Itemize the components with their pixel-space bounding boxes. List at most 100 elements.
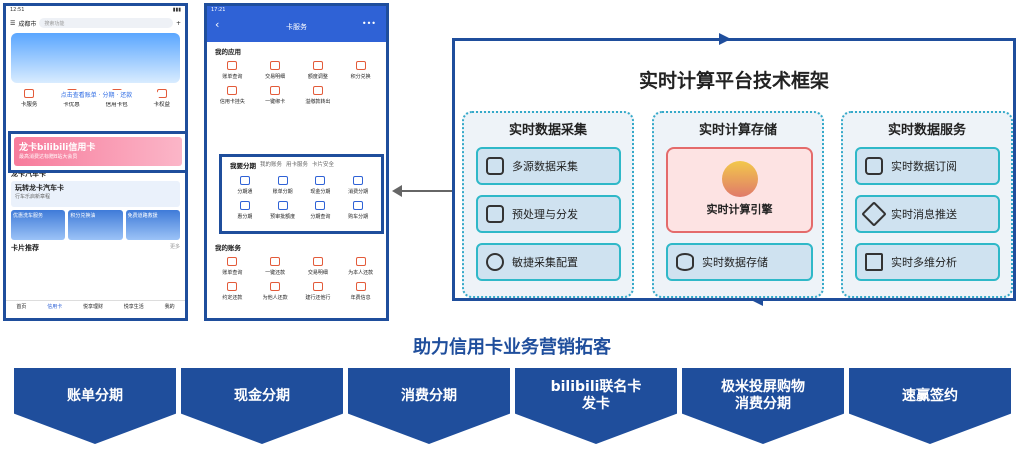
acc-item[interactable]: 一键还款 — [254, 257, 297, 276]
inst-item[interactable]: 惠分期 — [226, 201, 264, 220]
card-service-header: 17:21 ‹ 卡服务 ••• — [207, 6, 386, 42]
status-time: 17:21 — [211, 7, 226, 13]
app-item[interactable]: 账单查询 — [211, 61, 254, 80]
inst-item[interactable]: 账单分期 — [264, 176, 302, 195]
acc-item[interactable]: 账单查询 — [211, 257, 254, 276]
scenario-bar: 速赢签约 — [849, 368, 1011, 444]
label: 卡优惠 — [63, 102, 80, 108]
scenario-label: 极米投屏购物 消费分期 — [721, 379, 805, 412]
acc-item[interactable]: 交易明细 — [297, 257, 340, 276]
bilibili-promo-highlight[interactable]: 龙卡bilibili信用卡最高消费达标赠B站大会员 — [8, 131, 185, 173]
tab-home[interactable]: 首页 — [16, 304, 27, 310]
car-card-banner[interactable]: 玩转龙卡汽车卡 行车乐启新章程 — [11, 181, 180, 207]
column-title: 实时计算存储 — [698, 123, 777, 138]
engine-box: 实时计算引擎 — [666, 147, 813, 233]
framework-panel: 实时计算平台技术框架 实时数据采集 多源数据采集 预处理与分发 敏捷采集配置 实… — [452, 33, 1016, 306]
page-title: 卡服务 — [286, 23, 307, 31]
back-icon[interactable]: ‹ — [215, 18, 220, 31]
inst-item[interactable]: 消费分期 — [339, 176, 377, 195]
card-service-icon — [24, 89, 35, 98]
benefit-card[interactable]: 优惠洗车服务 — [11, 210, 66, 240]
inst-item[interactable]: 现金分期 — [302, 176, 340, 195]
benefit-card[interactable]: 积分兑换油 — [68, 210, 123, 240]
installment-icon — [353, 201, 364, 210]
inst-item[interactable]: 分期查询 — [302, 201, 340, 220]
collect-column: 实时数据采集 多源数据采集 预处理与分发 敏捷采集配置 — [462, 111, 634, 298]
tab-finance[interactable]: 悦享理财 — [82, 304, 103, 310]
label: 信用卡包 — [105, 102, 128, 108]
limit-icon — [312, 61, 323, 70]
scenario-bar: bilibili联名卡 发卡 — [515, 368, 677, 444]
acc-item[interactable]: 为本人还款 — [339, 257, 382, 276]
my-apps-heading: 我的应用 — [215, 48, 241, 56]
add-icon[interactable]: + — [175, 19, 181, 27]
inst-item[interactable]: 预审批额度 — [264, 201, 302, 220]
menu-icon[interactable]: ☰ — [10, 19, 16, 27]
framework-title: 实时计算平台技术框架 — [638, 70, 829, 92]
status-bar: 12:51▮▮▮ — [10, 7, 181, 13]
more-link[interactable]: 更多 — [169, 244, 180, 250]
tab-installment[interactable]: 我要分期 — [230, 162, 256, 170]
tab-account[interactable]: 我的账务 — [260, 162, 283, 168]
framework-item: 敏捷采集配置 — [476, 243, 621, 281]
card-service-item[interactable]: 卡服务 — [21, 89, 37, 108]
phone-card-service: 17:21 ‹ 卡服务 ••• 我的应用 账单查询 交易明细 额度调整 积分兑换… — [204, 3, 389, 321]
car-benefits: 优惠洗车服务 积分兑换油 免费道路救援 — [6, 208, 185, 242]
more-icon[interactable]: ••• — [361, 19, 376, 28]
service-column: 实时数据服务 实时数据订阅 实时消息推送 实时多维分析 — [841, 111, 1013, 298]
label: 卡权益 — [153, 102, 171, 108]
account-icon — [270, 257, 281, 266]
app-item[interactable]: 交易明细 — [254, 61, 297, 80]
my-apps-grid: 账单查询 交易明细 额度调整 积分兑换 信用卡挂失 一键绑卡 溢缴款转出 — [207, 58, 386, 108]
app-item[interactable]: 信用卡挂失 — [211, 86, 254, 105]
tab-mine[interactable]: 我的 — [164, 304, 175, 310]
installment-icon — [315, 176, 326, 185]
flow-arrow — [392, 185, 452, 197]
points-icon — [355, 61, 366, 70]
tab-card-service[interactable]: 用卡服务 — [286, 162, 309, 168]
promo-title: 龙卡bilibili信用卡 — [19, 143, 96, 153]
installment-icon — [353, 176, 364, 185]
account-icon — [227, 257, 238, 266]
scenario-bar: 消费分期 — [348, 368, 510, 444]
compute-column: 实时计算存储 实时计算引擎 实时数据存储 — [652, 111, 824, 298]
lost-icon — [227, 86, 238, 95]
engine-label: 实时计算引擎 — [706, 203, 773, 216]
installment-icon — [239, 201, 250, 210]
scenario-label: 速赢签约 — [902, 387, 958, 404]
bill-button[interactable]: 点击查看账单 · 分期 · 还款 — [34, 90, 159, 102]
installment-icon — [315, 201, 326, 210]
account-grid: 账单查询 一键还款 交易明细 为本人还款 约定还款 为他人还款 建行还他行 年费… — [207, 254, 386, 304]
framework-item: 预处理与分发 — [476, 195, 621, 233]
framework-item: 实时消息推送 — [855, 195, 1000, 233]
my-account-heading: 我的账务 — [215, 244, 241, 252]
acc-item[interactable]: 年费信息 — [339, 282, 382, 301]
app-item[interactable]: 溢缴款转出 — [297, 86, 340, 105]
tab-card-security[interactable]: 卡片安全 — [312, 162, 335, 168]
app-item[interactable]: 一键绑卡 — [254, 86, 297, 105]
bottom-tabbar: 首页 信用卡 悦享理财 悦享生活 我的 — [6, 300, 185, 318]
tab-credit-card[interactable]: 信用卡 — [47, 304, 63, 310]
phone-home-screen: 12:51▮▮▮ ☰ 成都市 搜索功能 + 点击查看账单 · 分期 · 还款 卡… — [3, 3, 188, 321]
app-item[interactable]: 额度调整 — [297, 61, 340, 80]
framework-item: 实时数据订阅 — [855, 147, 1000, 185]
inst-item[interactable]: 购车分期 — [339, 201, 377, 220]
squirrel-logo-icon — [721, 161, 758, 197]
scenario-label: 消费分期 — [401, 387, 457, 404]
home-header: ☰ 成都市 搜索功能 + — [6, 15, 185, 31]
acc-item[interactable]: 约定还款 — [211, 282, 254, 301]
app-item[interactable]: 积分兑换 — [339, 61, 382, 80]
scenario-bar: 极米投屏购物 消费分期 — [682, 368, 844, 444]
installment-icon — [239, 176, 250, 185]
tab-life[interactable]: 悦享生活 — [123, 304, 144, 310]
search-input[interactable]: 搜索功能 — [39, 18, 173, 28]
installment-highlight: 我要分期 我的账务 用卡服务 卡片安全 分期通 账单分期 现金分期 消费分期 惠… — [219, 154, 384, 234]
inst-item[interactable]: 分期通 — [226, 176, 264, 195]
benefit-card[interactable]: 免费道路救援 — [125, 210, 180, 240]
city-selector[interactable]: 成都市 — [18, 20, 37, 28]
acc-item[interactable]: 建行还他行 — [297, 282, 340, 301]
home-banner[interactable] — [11, 33, 180, 83]
acc-item[interactable]: 为他人还款 — [254, 282, 297, 301]
account-icon — [312, 257, 323, 266]
transfer-icon — [312, 86, 323, 95]
